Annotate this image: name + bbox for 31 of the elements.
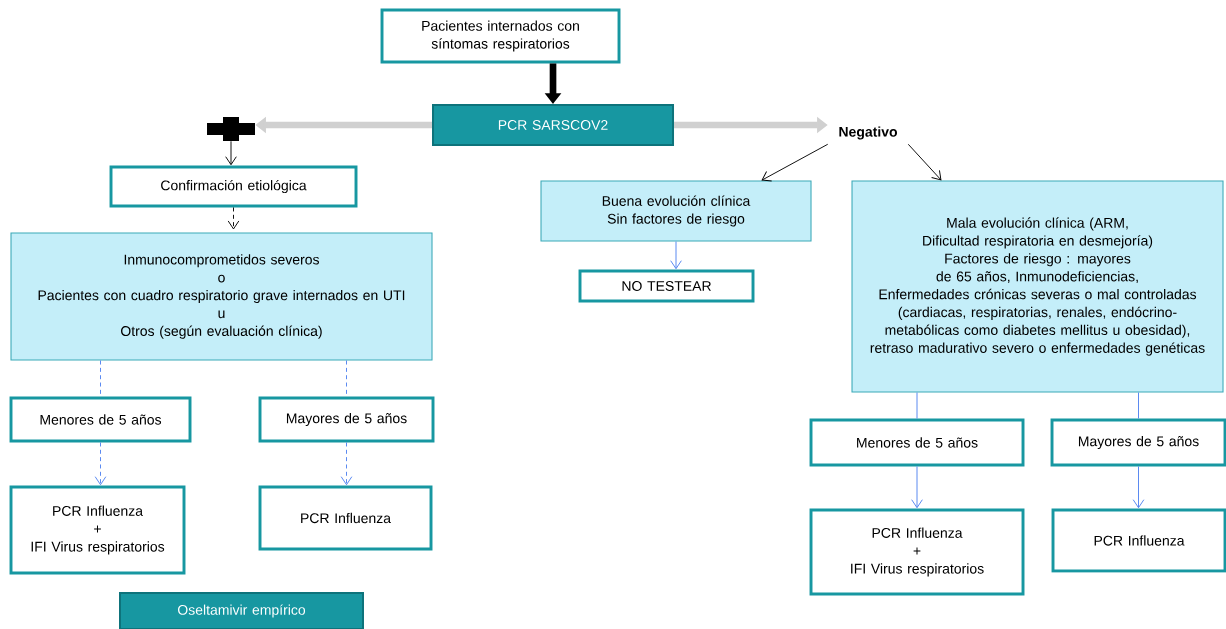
- process-box: Menores de 5 años: [809, 418, 1025, 467]
- criteria-box: Inmunocomprometidos severos o Pacientes con cuadro respiratorio grave internados en UTI u Otros (según evaluación clínica): [10, 232, 433, 361]
- process-box: Mayores de 5 años: [258, 396, 435, 443]
- arrow: [94, 442, 107, 486]
- process-box: Pacientes internados con síntomas respiratorios: [380, 8, 621, 64]
- arrow: [340, 442, 353, 486]
- process-box: Oseltamivir empírico: [119, 592, 364, 629]
- criteria-box: Mala evolución clínica (ARM, Dificultad respiratoria en desmejoría) Factores de riesgo : mayores de 65 años, Inmunodeficiencias, Enfermedades crónicas severas o mal controladas (cardiacas, respiratorias, renales, endócrino-metabólicas como diabetes mellitus u obesidad), retraso madurativo severo o enfermedades genéticas: [851, 180, 1224, 393]
- arrow: [225, 140, 237, 166]
- arrow: [911, 466, 923, 509]
- process-box: PCR Influenza + IFI Virus respiratorios: [9, 485, 186, 575]
- arrow: [907, 143, 942, 181]
- process-box: Confirmación etiológica: [109, 165, 358, 208]
- connector-line: [100, 360, 101, 397]
- arrow: [227, 207, 240, 230]
- connector-line: [916, 392, 918, 419]
- connector-line: [1138, 392, 1139, 419]
- plus-sign: [207, 117, 255, 141]
- connector-line: [346, 360, 347, 397]
- process-box: PCR Influenza: [1051, 508, 1226, 573]
- process-box: Menores de 5 años: [9, 396, 192, 443]
- process-box: PCR Influenza + IFI Virus respiratorios: [809, 508, 1025, 596]
- arrow: [670, 241, 682, 270]
- process-box: NO TESTEAR: [578, 269, 755, 303]
- criteria-box: Buena evolución clínica Sin factores de riesgo: [540, 180, 812, 242]
- process-box: Mayores de 5 años: [1050, 418, 1226, 467]
- process-box: PCR SARSCOV2: [432, 104, 674, 146]
- process-box: PCR Influenza: [258, 485, 433, 551]
- arrow: [1132, 466, 1145, 509]
- branch-label: Negativo: [839, 126, 898, 140]
- arrow: [761, 143, 829, 182]
